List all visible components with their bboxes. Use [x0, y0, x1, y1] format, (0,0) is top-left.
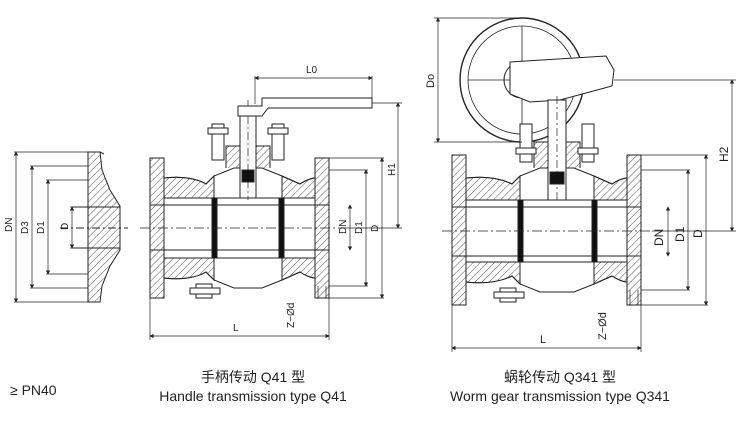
worm-valve-caption: 蜗轮传动 Q341 型 Worm gear transmission type …: [410, 368, 710, 406]
pressure-rating: ≥ PN40: [10, 382, 57, 398]
handle-dn-label: DN: [338, 220, 349, 234]
handle-caption-cn: 手柄传动 Q41 型: [200, 369, 306, 385]
worm-caption-en: Worm gear transmission type Q341: [450, 388, 670, 404]
worm-l-label: L: [540, 334, 546, 346]
handle-d1-label: D1: [354, 221, 365, 234]
worm-d1-label: D1: [673, 226, 687, 242]
handle-h1-label: H1: [387, 163, 398, 176]
flange-d3-label: D3: [20, 221, 31, 234]
worm-h2-label: H2: [717, 146, 731, 162]
handle-d-label: D: [370, 225, 381, 232]
flange-detail: [13, 151, 128, 303]
worm-do-label: Do: [425, 74, 437, 88]
handle-valve-caption: 手柄传动 Q41 型 Handle transmission type Q41: [108, 368, 398, 406]
worm-dn-label: DN: [652, 229, 666, 246]
handle-z-label: Z−Ød: [286, 303, 297, 328]
flange-dn-label: DN: [4, 218, 15, 232]
handle-l-label: L: [233, 323, 239, 334]
flange-d-label: D: [60, 223, 71, 230]
handle-caption-en: Handle transmission type Q41: [159, 388, 347, 404]
worm-d-label: D: [691, 229, 705, 238]
worm-z-label: Z−Ød: [597, 312, 609, 340]
flange-d1-label: D1: [36, 221, 47, 234]
worm-caption-cn: 蜗轮传动 Q341 型: [503, 369, 617, 385]
worm-valve-drawing: [434, 17, 736, 352]
handle-l0-label: L0: [306, 65, 318, 76]
handle-valve-drawing: [140, 75, 402, 340]
